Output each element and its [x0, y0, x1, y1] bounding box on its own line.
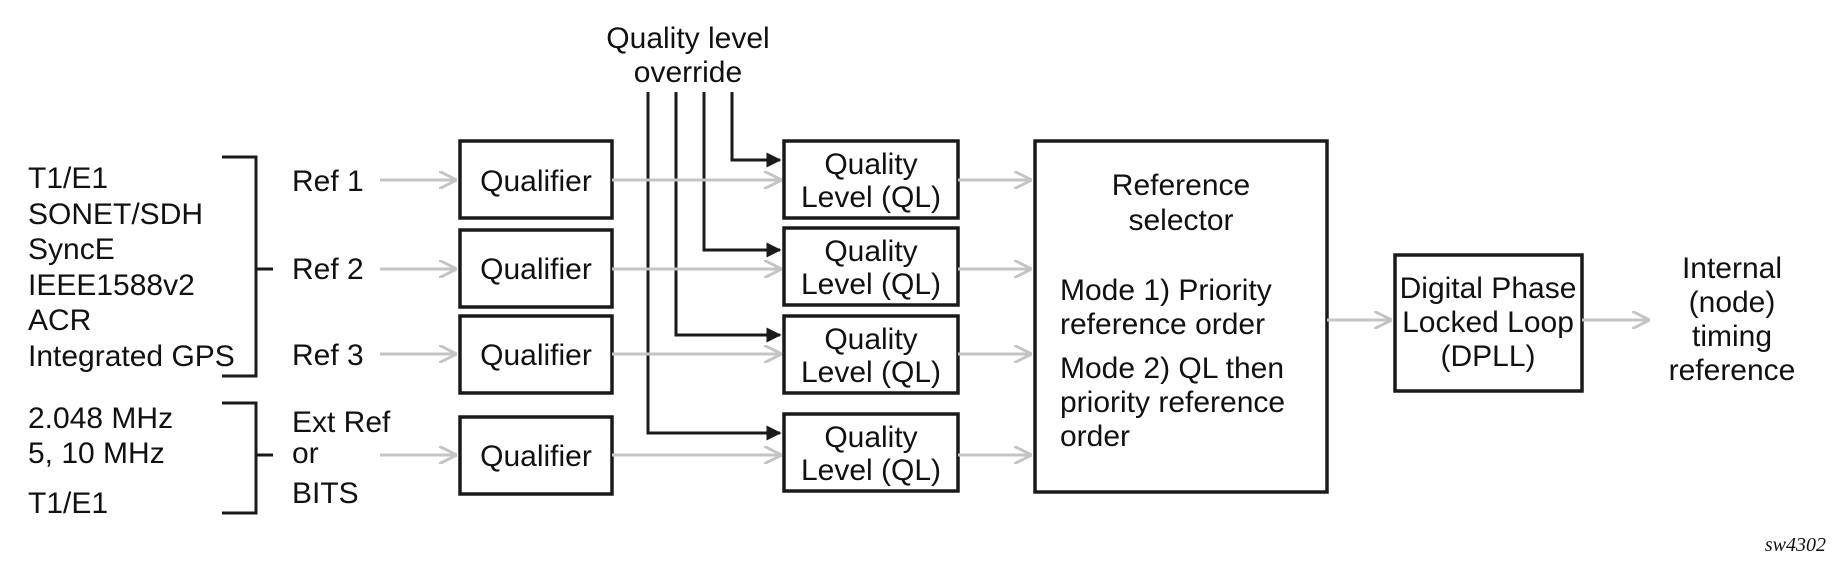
source-item: 5, 10 MHz — [28, 437, 165, 470]
ql-box-3: Quality Level (QL) — [782, 314, 960, 395]
ext-ref-bits-label: BITS — [292, 477, 359, 510]
qualifier-label: Qualifier — [480, 339, 592, 372]
selector-title-line1: Reference — [1112, 169, 1250, 202]
bracket-group-1 — [222, 155, 273, 378]
override-title-line2: override — [634, 56, 742, 89]
ql-label-line1: Quality — [824, 148, 917, 181]
figure-id: sw4302 — [1765, 534, 1826, 556]
override-line-ql2 — [702, 92, 782, 258]
source-item: T1/E1 — [28, 487, 108, 520]
override-line-ql3 — [674, 92, 782, 343]
ql-box-2: Quality Level (QL) — [782, 226, 960, 307]
ext-ref-label: Ext Ref — [292, 406, 391, 439]
ql-label-line1: Quality — [824, 323, 917, 356]
source-item: T1/E1 — [28, 162, 108, 195]
selector-title-line2: selector — [1128, 204, 1233, 237]
selector-mode2-line2: priority reference — [1060, 386, 1285, 419]
ext-ref-or-label: or — [292, 437, 319, 470]
qualifier-label: Qualifier — [480, 440, 592, 473]
dpll-line2: Locked Loop — [1402, 306, 1574, 339]
ref3-label: Ref 3 — [292, 339, 364, 372]
dpll-line3: (DPLL) — [1440, 340, 1535, 373]
ref1-label: Ref 1 — [292, 165, 364, 198]
qualifier-label: Qualifier — [480, 165, 592, 198]
ql-label-line1: Quality — [824, 235, 917, 268]
qualifier-box-4: Qualifier — [458, 415, 614, 496]
override-title-line1: Quality level — [606, 22, 769, 55]
ref2-label: Ref 2 — [292, 253, 364, 286]
selector-mode2-line3: order — [1060, 420, 1130, 453]
override-line-ql1 — [730, 92, 782, 168]
source-item: SONET/SDH — [28, 198, 203, 231]
qualifier-label: Qualifier — [480, 253, 592, 286]
output-line2: (node) — [1689, 286, 1776, 319]
reference-selector-box: Reference selector Mode 1) Priority refe… — [1033, 139, 1329, 494]
output-line3: timing — [1692, 320, 1772, 353]
source-group-2: 2.048 MHz 5, 10 MHz T1/E1 — [28, 401, 273, 520]
source-group-1: T1/E1 SONET/SDH SyncE IEEE1588v2 ACR Int… — [28, 155, 273, 378]
qualifier-box-3: Qualifier — [458, 314, 614, 395]
source-item: 2.048 MHz — [28, 402, 173, 435]
selector-mode2-line1: Mode 2) QL then — [1060, 352, 1284, 385]
selector-mode1-line1: Mode 1) Priority — [1060, 274, 1272, 307]
dpll-line1: Digital Phase — [1400, 272, 1577, 305]
ql-label-line2: Level (QL) — [801, 268, 941, 301]
qualifier-box-1: Qualifier — [458, 139, 614, 220]
ql-label-line2: Level (QL) — [801, 454, 941, 487]
override-line-ql4 — [646, 92, 782, 441]
dpll-box: Digital Phase Locked Loop (DPLL) — [1393, 253, 1584, 393]
bracket-group-2 — [222, 401, 273, 515]
output-line1: Internal — [1682, 252, 1782, 285]
ql-label-line2: Level (QL) — [801, 356, 941, 389]
qualifier-box-2: Qualifier — [458, 228, 614, 309]
source-item: SyncE — [28, 233, 115, 266]
source-item: IEEE1588v2 — [28, 269, 195, 302]
ql-box-1: Quality Level (QL) — [782, 139, 960, 220]
output-line4: reference — [1669, 354, 1796, 387]
ql-label-line1: Quality — [824, 421, 917, 454]
source-item: Integrated GPS — [28, 340, 235, 373]
ql-label-line2: Level (QL) — [801, 181, 941, 214]
ql-box-4: Quality Level (QL) — [782, 412, 960, 493]
source-item: ACR — [28, 304, 91, 337]
selector-mode1-line2: reference order — [1060, 308, 1265, 341]
